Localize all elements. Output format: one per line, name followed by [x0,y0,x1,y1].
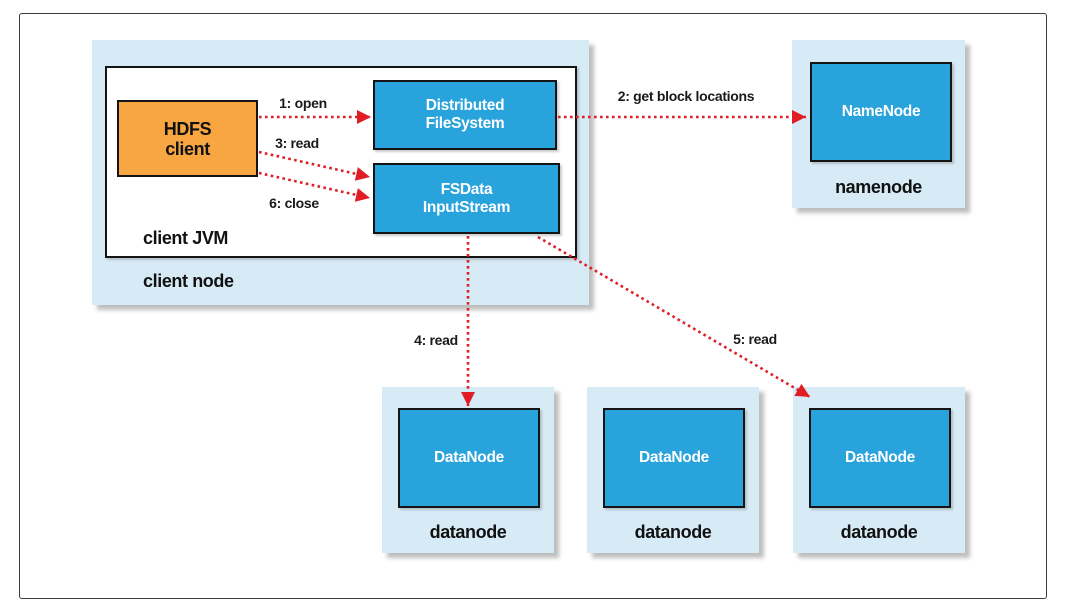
datanode-container-1: DataNode datanode [382,387,554,553]
datanode-node-2: DataNode [603,408,745,508]
datanode-node-2-label: DataNode [639,449,709,466]
arrow-6-close-label: 6: close [269,195,319,211]
namenode-container-label: namenode [835,177,922,197]
arrow-5-read-label: 5: read [733,331,777,347]
arrow-2-get-block-locations-label: 2: get block locations [617,88,755,104]
arrow-1-open-label: 1: open [279,95,327,111]
hdfs-client-label: HDFS client [163,118,212,159]
datanode-container-3: DataNode datanode [793,387,965,553]
distributed-filesystem-label: Distributed FileSystem [425,97,505,132]
datanode-container-3-label: datanode [840,522,918,542]
datanode-container-1-label: datanode [429,522,507,542]
arrow-4-read-label: 4: read [414,332,458,348]
client-jvm-label: client JVM [143,228,229,248]
datanode-node-1: DataNode [398,408,540,508]
datanode-node-3-label: DataNode [845,449,915,466]
datanode-container-2: DataNode datanode [587,387,759,553]
datanode-container-2-label: datanode [634,522,712,542]
namenode-node: NameNode [810,62,952,162]
fsdata-inputstream-node: FSData InputStream [373,163,560,234]
hdfs-client-node: HDFS client [117,100,258,177]
arrow-3-read-label: 3: read [275,135,319,151]
datanode-node-3: DataNode [809,408,951,508]
namenode-container: NameNode namenode [792,40,965,208]
fsdata-inputstream-label: FSData InputStream [422,180,511,216]
namenode-node-label: NameNode [841,103,921,120]
datanode-node-1-label: DataNode [434,449,504,466]
client-node-label: client node [143,271,234,291]
distributed-filesystem-node: Distributed FileSystem [373,80,557,150]
